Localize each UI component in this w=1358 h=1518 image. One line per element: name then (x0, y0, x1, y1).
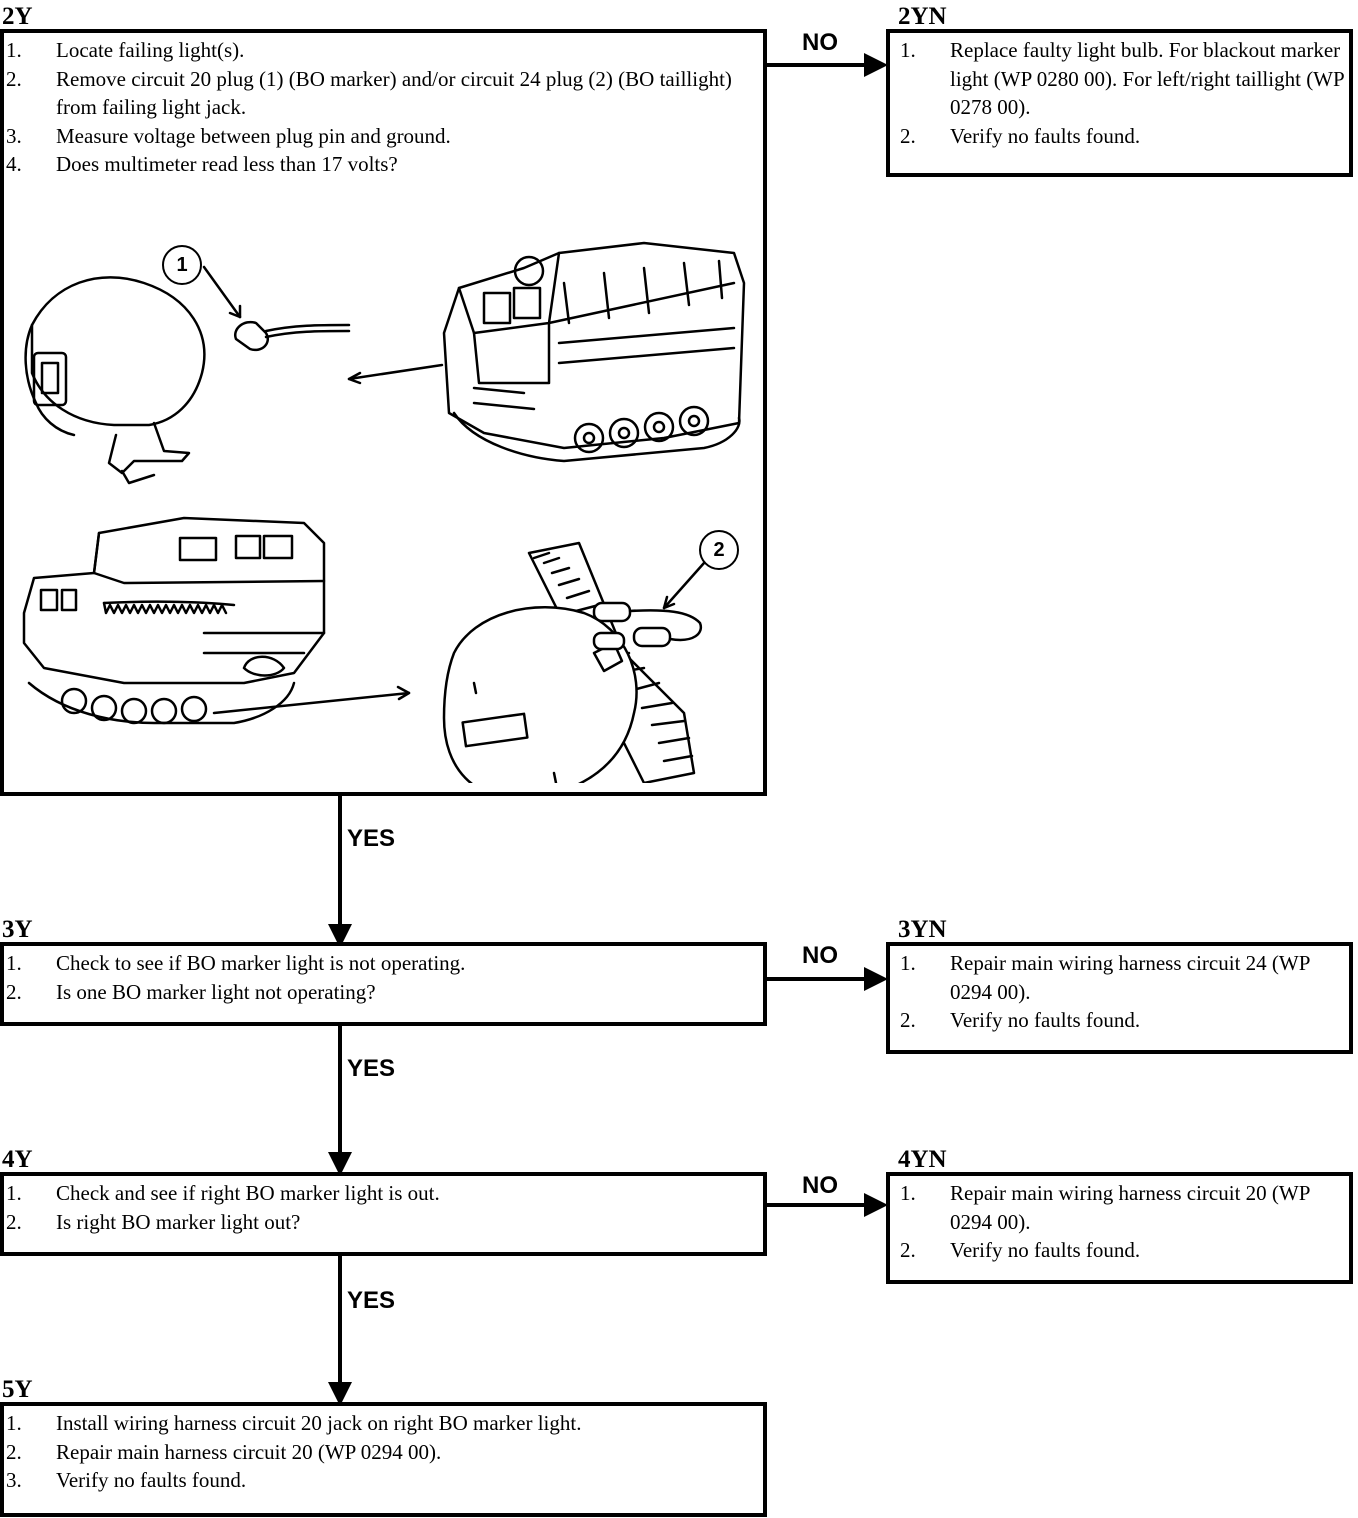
list-item: 2.Remove circuit 20 plug (1) (BO marker)… (6, 66, 732, 120)
step-2yn-box: 1.Replace faulty light bulb. For blackou… (886, 29, 1353, 177)
step-3yn-label: 3YN (898, 916, 947, 943)
step-5y-list: 1.Install wiring harness circuit 20 jack… (6, 1409, 762, 1495)
plug-1-icon (233, 320, 351, 352)
step-4y-box: 1.Check and see if right BO marker light… (0, 1172, 767, 1256)
step-2yn-label: 2YN (898, 3, 947, 30)
taillight-icon (442, 541, 696, 783)
list-item: 1.Locate failing light(s). (6, 38, 245, 62)
step-3yn-list: 1.Repair main wiring harness circuit 24 … (900, 949, 1336, 1035)
no-label-3y: NO (802, 942, 838, 969)
step-2y-list: 1.Locate failing light(s). 2.Remove circ… (6, 36, 762, 179)
list-item: 2.Is one BO marker light not operating? (6, 979, 376, 1004)
yes-label-3y: YES (347, 1055, 396, 1082)
callout-2: 2 (699, 530, 739, 570)
list-item: 1.Install wiring harness circuit 20 jack… (6, 1411, 582, 1435)
list-item: 1.Replace faulty light bulb. For blackou… (900, 38, 1344, 119)
list-item: 2.Verify no faults found. (900, 123, 1141, 148)
step-5y-box: 1.Install wiring harness circuit 20 jack… (0, 1402, 767, 1517)
step-3y-list: 1.Check to see if BO marker light is not… (6, 949, 762, 1006)
no-label-4y: NO (802, 1172, 838, 1199)
step-2y-box: 1.Locate failing light(s). 2.Remove circ… (0, 29, 767, 796)
list-item: 1.Check and see if right BO marker light… (6, 1181, 440, 1205)
illustration (22, 241, 746, 783)
list-item: 2.Verify no faults found. (900, 1008, 1141, 1032)
list-item: 1.Repair main wiring harness circuit 20 … (900, 1181, 1310, 1234)
step-4y-list: 1.Check and see if right BO marker light… (6, 1179, 762, 1236)
list-item: 2.Is right BO marker light out? (6, 1209, 301, 1234)
callout-1: 1 (162, 245, 202, 285)
list-item: 2.Verify no faults found. (900, 1238, 1141, 1262)
list-item: 1.Check to see if BO marker light is not… (6, 951, 466, 975)
step-4yn-box: 1.Repair main wiring harness circuit 20 … (886, 1172, 1353, 1284)
step-3y-box: 1.Check to see if BO marker light is not… (0, 942, 767, 1026)
marker-light-icon (24, 276, 206, 485)
list-item: 4.Does multimeter read less than 17 volt… (6, 152, 398, 176)
step-4yn-label: 4YN (898, 1146, 947, 1173)
plug-2-icon (592, 601, 703, 651)
no-label-2y: NO (802, 29, 838, 56)
yes-label-2y: YES (347, 825, 396, 852)
step-2y-label: 2Y (2, 3, 33, 30)
list-item: 2.Repair main harness circuit 20 (WP 029… (6, 1439, 442, 1464)
vehicle-front-icon (442, 241, 746, 463)
step-2yn-list: 1.Replace faulty light bulb. For blackou… (900, 36, 1350, 150)
step-3yn-box: 1.Repair main wiring harness circuit 24 … (886, 942, 1353, 1054)
step-4y-label: 4Y (2, 1146, 33, 1173)
yes-label-4y: YES (347, 1287, 396, 1314)
step-3y-label: 3Y (2, 916, 33, 943)
vehicle-rear-icon (22, 516, 326, 725)
list-item: 1.Repair main wiring harness circuit 24 … (900, 951, 1310, 1004)
list-item: 3.Measure voltage between plug pin and g… (6, 123, 451, 148)
list-item: 3.Verify no faults found. (6, 1468, 247, 1492)
step-4yn-list: 1.Repair main wiring harness circuit 20 … (900, 1179, 1336, 1265)
step-5y-label: 5Y (2, 1376, 33, 1403)
